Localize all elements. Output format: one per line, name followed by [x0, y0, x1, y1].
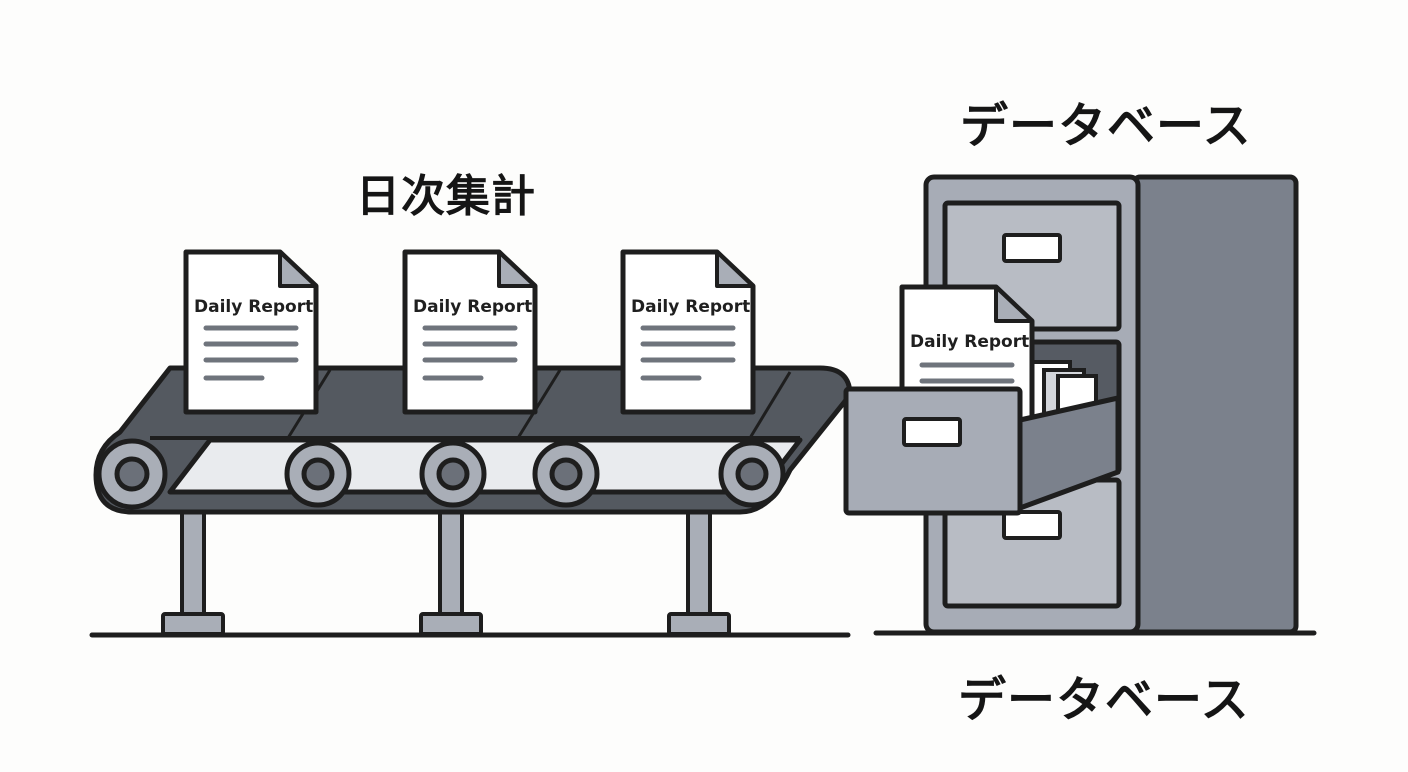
roller [96, 438, 168, 510]
roller [718, 440, 786, 508]
report-document: Daily Report [183, 249, 319, 415]
drawer-front [843, 386, 1023, 516]
conveyor-rollers [96, 438, 786, 510]
cabinet-side-panel [1131, 174, 1299, 635]
conveyor-leg [438, 508, 464, 620]
report-document: Daily Report [620, 249, 756, 415]
conveyor-leg-foot [667, 612, 731, 636]
document-title: Daily Report [631, 297, 750, 317]
drawer-handle [1002, 233, 1062, 263]
conveyor-leg [686, 508, 712, 620]
conveyor-legs [161, 508, 731, 636]
database-label-bottom: データベース [958, 672, 1250, 728]
document-title: Daily Report [413, 297, 532, 317]
database-label-top: データベース [960, 98, 1252, 154]
document-title: Daily Report [194, 297, 313, 317]
drawer-handle [1002, 510, 1062, 540]
roller [419, 440, 487, 508]
report-document: Daily Report [402, 249, 538, 415]
cabinet-drawer-open [843, 386, 1121, 516]
drawer-handle [902, 417, 962, 447]
roller [284, 440, 352, 508]
conveyor-leg-foot [419, 612, 483, 636]
document-title: Daily Report [910, 332, 1029, 352]
conveyor-leg-foot [161, 612, 225, 636]
roller [532, 440, 600, 508]
conveyor-leg [180, 508, 206, 620]
process-label: 日次集計 [356, 171, 536, 222]
